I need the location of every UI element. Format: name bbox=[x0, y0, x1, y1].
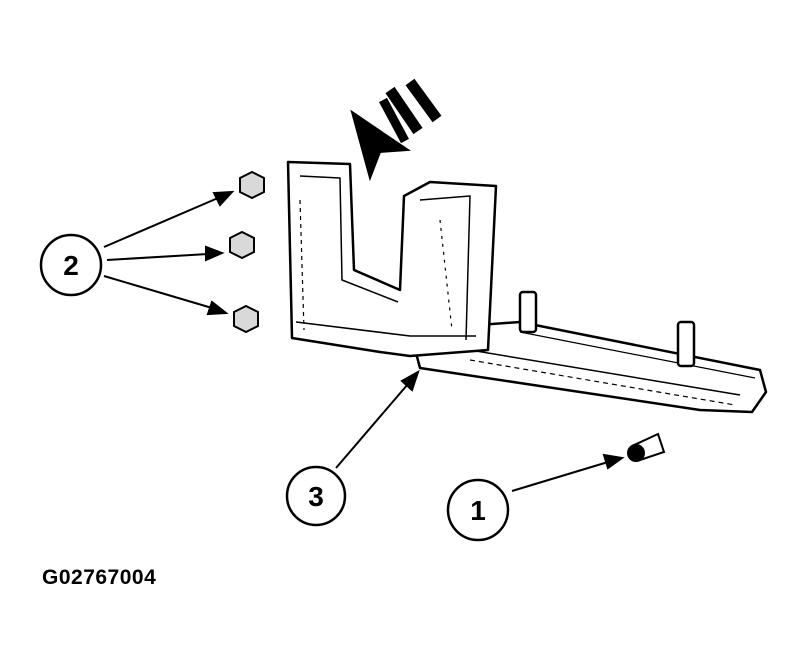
nut-icon bbox=[229, 170, 265, 334]
callout-label-2: 2 bbox=[63, 250, 79, 281]
callout-label-1: 1 bbox=[470, 495, 486, 526]
direction-arrow-icon bbox=[350, 78, 442, 182]
callout-1: 1 bbox=[446, 478, 510, 542]
leader-lines bbox=[103, 190, 625, 492]
push-pin-icon bbox=[627, 432, 666, 462]
callout-2: 2 bbox=[39, 233, 103, 297]
callout-label-3: 3 bbox=[308, 481, 324, 512]
callout-3: 3 bbox=[285, 465, 347, 527]
figure-reference-code: G02767004 bbox=[42, 566, 157, 589]
trim-panel bbox=[286, 160, 768, 414]
